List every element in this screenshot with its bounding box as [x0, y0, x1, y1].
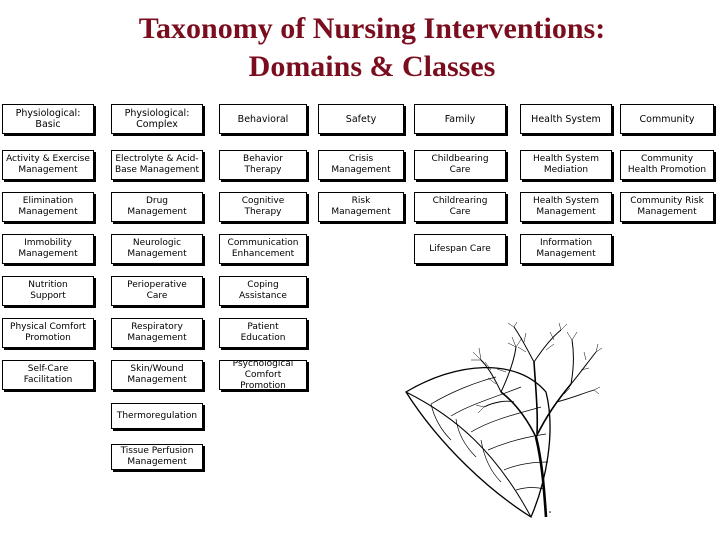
domain-header: Physiological: Complex: [111, 104, 203, 134]
class-box: Skin/Wound Management: [111, 360, 203, 390]
class-box: Neurologic Management: [111, 234, 203, 264]
class-box: Tissue Perfusion Management: [111, 444, 203, 470]
domain-header: Behavioral: [219, 104, 307, 134]
domain-header: Community: [620, 104, 714, 134]
class-box: Health System Management: [520, 192, 612, 222]
class-box: Coping Assistance: [219, 276, 307, 306]
leaf-midrib: [405, 391, 532, 518]
tree-twigs: [471, 322, 603, 414]
class-box: Childbearing Care: [414, 150, 506, 180]
class-box: Community Health Promotion: [620, 150, 714, 180]
class-box: Respiratory Management: [111, 318, 203, 348]
class-box: Community Risk Management: [620, 192, 714, 222]
class-box: Patient Education: [219, 318, 307, 348]
class-box: Health System Mediation: [520, 150, 612, 180]
class-box: Self-Care Facilitation: [2, 360, 94, 390]
domain-header: Safety: [318, 104, 404, 134]
class-box: Communication Enhancement: [219, 234, 307, 264]
tree-illustration: [480, 326, 597, 518]
leaf-illustration: [405, 322, 603, 518]
class-box: Childrearing Care: [414, 192, 506, 222]
tree-dot: [549, 511, 551, 513]
class-box: Drug Management: [111, 192, 203, 222]
domain-header: Physiological: Basic: [2, 104, 94, 134]
class-box: Risk Management: [318, 192, 404, 222]
class-box: Immobility Management: [2, 234, 94, 264]
class-box: Crisis Management: [318, 150, 404, 180]
class-box: Physical Comfort Promotion: [2, 318, 94, 348]
title-line-1: Taxonomy of Nursing Interventions:: [138, 12, 606, 45]
class-box: Thermoregulation: [111, 403, 203, 429]
leaf-veins: [430, 376, 549, 491]
leaf-shape: [405, 366, 551, 518]
class-box: Nutrition Support: [2, 276, 94, 306]
class-box: Information Management: [520, 234, 612, 264]
title-line-2: Domains & Classes: [248, 50, 496, 83]
class-box: Psychological Comfort Promotion: [219, 360, 307, 390]
class-box: Cognitive Therapy: [219, 192, 307, 222]
page-title: Taxonomy of Nursing Interventions: Domai…: [0, 10, 720, 86]
class-box: Lifespan Care: [414, 234, 506, 264]
class-box: Behavior Therapy: [219, 150, 307, 180]
class-box: Elimination Management: [2, 192, 94, 222]
class-box: Activity & Exercise Management: [2, 150, 94, 180]
class-box: Perioperative Care: [111, 276, 203, 306]
class-box: Electrolyte & Acid- Base Management: [111, 150, 203, 180]
domain-header: Health System: [520, 104, 612, 134]
domain-header: Family: [414, 104, 506, 134]
